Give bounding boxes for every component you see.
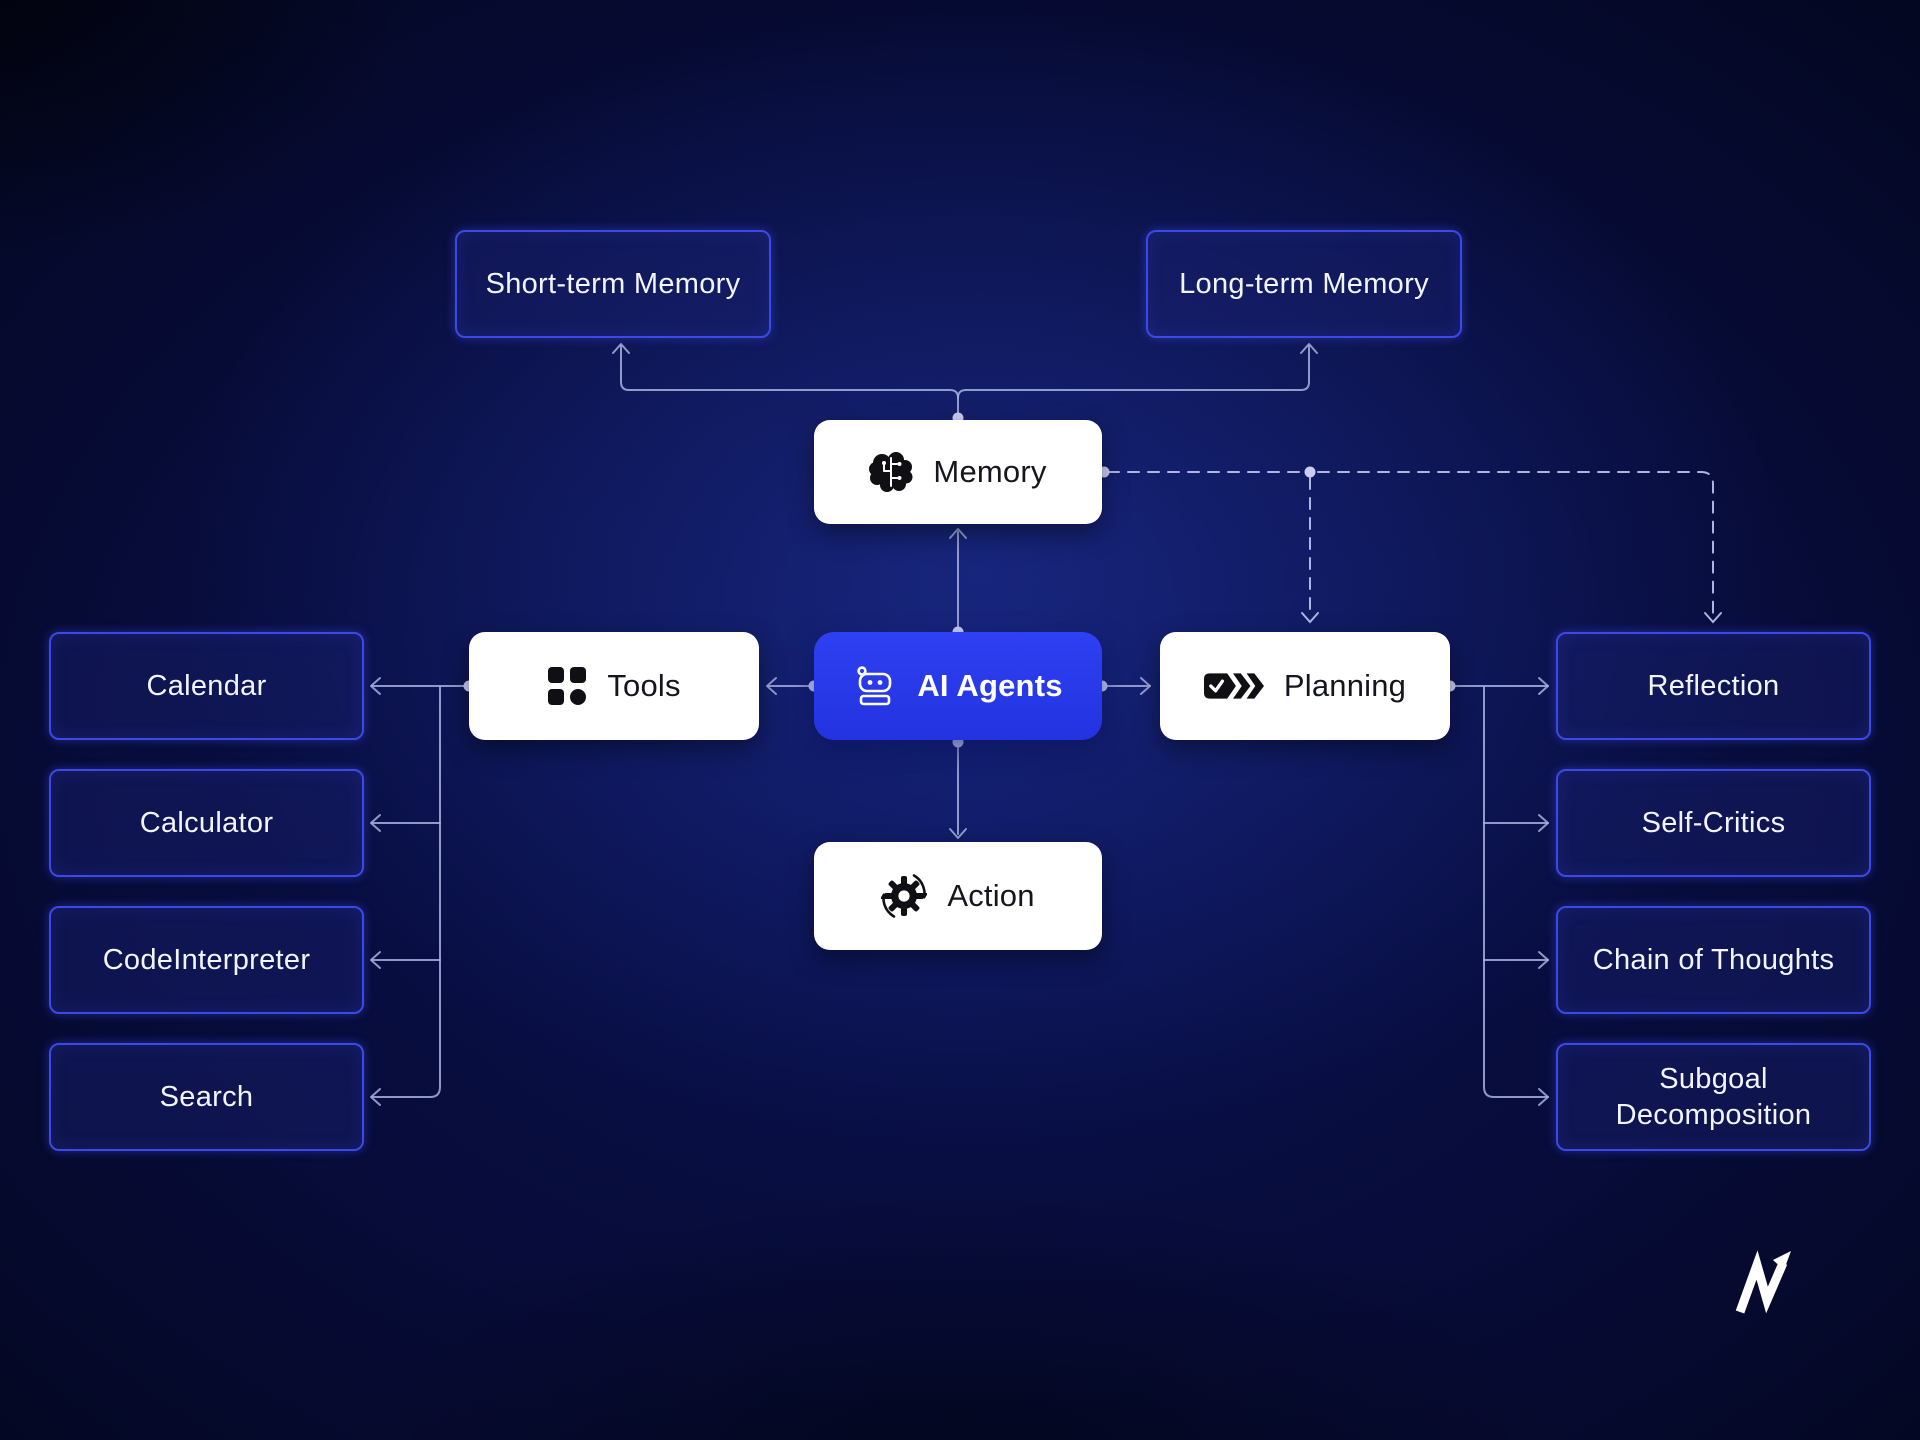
node-reflection: Reflection xyxy=(1556,632,1871,740)
card-action: Action xyxy=(814,842,1102,950)
gear-sync-icon xyxy=(881,873,928,919)
card-memory: Memory xyxy=(814,420,1102,524)
card-tools: Tools xyxy=(469,632,759,740)
card-ai-agents: AI Agents xyxy=(814,632,1102,740)
task-forward-icon xyxy=(1203,671,1264,701)
node-label: Calendar xyxy=(146,669,267,702)
robot-icon xyxy=(853,665,897,707)
node-label: Calculator xyxy=(139,806,274,839)
card-label: Tools xyxy=(607,668,681,703)
node-codeinterpreter: CodeInterpreter xyxy=(49,906,364,1014)
node-label: Subgoal Decomposition xyxy=(1615,1062,1812,1131)
node-calendar: Calendar xyxy=(49,632,364,740)
node-calculator: Calculator xyxy=(49,769,364,877)
card-label: Planning xyxy=(1283,668,1407,703)
node-label: Search xyxy=(159,1080,254,1113)
node-chain-of-thoughts: Chain of Thoughts xyxy=(1556,906,1871,1014)
node-label: CodeInterpreter xyxy=(102,943,311,976)
node-label: Reflection xyxy=(1647,669,1780,702)
apps-grid-icon xyxy=(547,666,587,706)
node-short-term-memory: Short-term Memory xyxy=(455,230,771,338)
brain-circuit-icon xyxy=(869,452,913,492)
card-label: Action xyxy=(947,878,1035,913)
node-label: Long-term Memory xyxy=(1179,267,1429,300)
node-label: Short-term Memory xyxy=(485,267,741,300)
node-subgoal-decomposition: Subgoal Decomposition xyxy=(1556,1043,1871,1151)
node-label: Self-Critics xyxy=(1641,806,1786,839)
node-long-term-memory: Long-term Memory xyxy=(1146,230,1462,338)
card-label: AI Agents xyxy=(917,668,1063,703)
node-search: Search xyxy=(49,1043,364,1151)
node-self-critics: Self-Critics xyxy=(1556,769,1871,877)
node-label: Chain of Thoughts xyxy=(1592,943,1835,976)
card-planning: Planning xyxy=(1160,632,1450,740)
m-growth-arrow-logo xyxy=(1728,1248,1804,1324)
card-label: Memory xyxy=(933,454,1047,489)
